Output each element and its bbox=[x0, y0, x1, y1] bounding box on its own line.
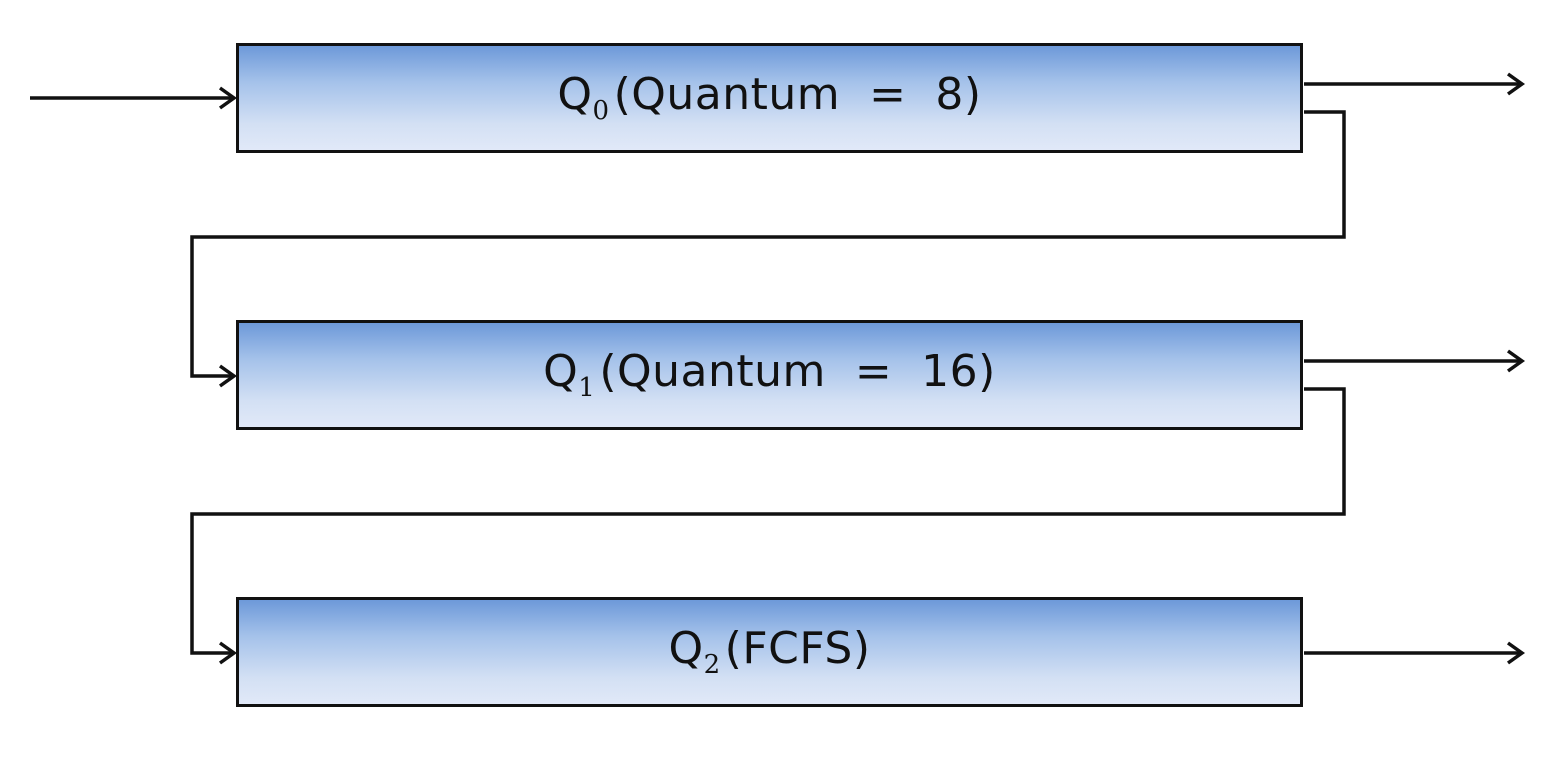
queue-letter: Q bbox=[557, 68, 593, 120]
queue-subscript: 2 bbox=[703, 649, 721, 680]
queue-label-q1: Q1(Quantum = 16) bbox=[543, 349, 996, 403]
queue-detail: (FCFS) bbox=[724, 622, 871, 674]
q0-exit-arrow-head bbox=[1506, 72, 1526, 96]
queue-subscript: 1 bbox=[578, 372, 596, 403]
queue-box-q1: Q1(Quantum = 16) bbox=[236, 320, 1303, 430]
queue-box-q2: Q2(FCFS) bbox=[236, 597, 1303, 707]
q1-to-q2-connector bbox=[190, 387, 1346, 655]
q2-entry-arrow-head bbox=[218, 641, 238, 665]
q1-entry-arrow-head bbox=[218, 364, 238, 388]
entry-arrow-head bbox=[218, 86, 238, 110]
queue-label-q0: Q0(Quantum = 8) bbox=[557, 72, 981, 126]
queue-letter: Q bbox=[668, 622, 704, 674]
queue-subscript: 0 bbox=[592, 95, 610, 126]
q0-to-q1-connector bbox=[190, 110, 1346, 378]
queue-detail: (Quantum = 16) bbox=[599, 345, 996, 397]
queue-letter: Q bbox=[543, 345, 579, 397]
queue-label-q2: Q2(FCFS) bbox=[668, 626, 870, 680]
q2-exit-arrow-head bbox=[1506, 641, 1526, 665]
q1-exit-arrow-head bbox=[1506, 349, 1526, 373]
queue-detail: (Quantum = 8) bbox=[613, 68, 982, 120]
queue-box-q0: Q0(Quantum = 8) bbox=[236, 43, 1303, 153]
